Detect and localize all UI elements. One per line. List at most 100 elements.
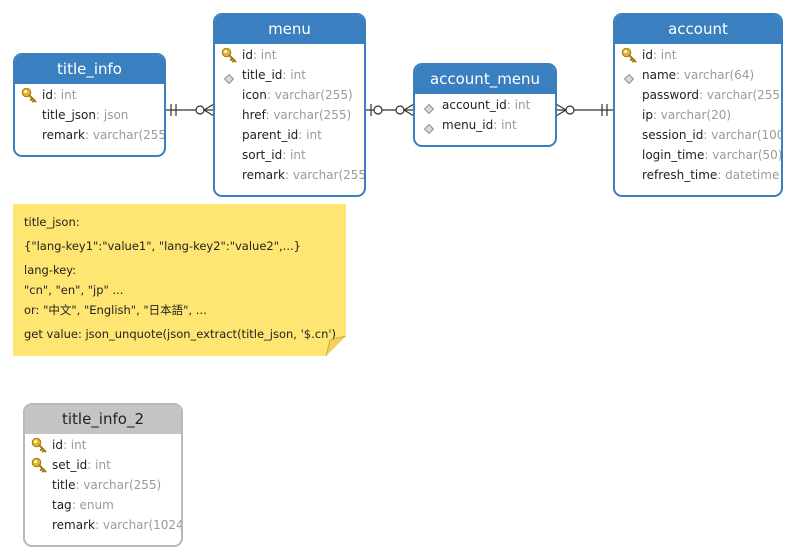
column-row[interactable]: ip: varchar(20) (615, 105, 781, 125)
column-type: : int (252, 48, 277, 62)
column-name: sort_id (242, 148, 283, 162)
column-row[interactable]: id: int (215, 45, 364, 65)
column-row[interactable]: icon: varchar(255) (215, 85, 364, 105)
column-name: title_id (242, 68, 283, 82)
column-type: : varchar(255) (284, 168, 366, 182)
note-line: lang-key: (24, 263, 77, 277)
table-title: account (615, 15, 781, 44)
column-row[interactable]: id: int (15, 85, 164, 105)
column-type: : datetime (717, 168, 780, 182)
column-row[interactable]: sort_id: int (215, 145, 364, 165)
column-type: : int (282, 68, 306, 82)
note-line: "cn", "en", "jp" ... (24, 283, 124, 297)
note-line: title_json: (24, 215, 80, 229)
column-row[interactable]: title_json: json (15, 105, 164, 125)
column-name: account_id (442, 98, 507, 112)
table-title: title_info (15, 55, 164, 84)
column-name: id (242, 48, 253, 62)
column-type: : int (506, 98, 531, 112)
column-row[interactable]: tag: enum (25, 495, 181, 515)
column-type: : int (62, 438, 87, 452)
column-name: refresh_time (642, 168, 718, 182)
column-name: password (642, 88, 699, 102)
column-name: href (242, 108, 266, 122)
column-type: : int (298, 128, 322, 142)
foreign-key-diamond-icon (423, 120, 435, 135)
sticky-note[interactable]: title_json: {"lang-key1":"value1", "lang… (13, 204, 346, 356)
column-row[interactable]: title: varchar(255) (25, 475, 181, 495)
primary-key-icon (31, 437, 47, 453)
column-type: : varchar(100) (703, 128, 783, 142)
column-row[interactable]: session_id: varchar(100) (615, 125, 781, 145)
note-fold-corner-icon (326, 336, 346, 356)
column-row[interactable]: set_id: int (25, 455, 181, 475)
column-name: parent_id (242, 128, 299, 142)
column-name: menu_id (442, 118, 494, 132)
column-row[interactable]: account_id: int (415, 95, 555, 115)
primary-key-icon (621, 47, 637, 63)
column-row[interactable]: name: varchar(64) (615, 65, 781, 85)
column-name: title_json (42, 108, 96, 122)
primary-key-icon (31, 457, 47, 473)
column-name: title (52, 478, 76, 492)
column-row[interactable]: password: varchar(255) (615, 85, 781, 105)
column-type: : int (652, 48, 677, 62)
foreign-key-diamond-icon (223, 70, 235, 85)
column-name: tag (52, 498, 72, 512)
table-title: menu (215, 15, 364, 44)
column-type: : int (493, 118, 517, 132)
column-name: login_time (642, 148, 705, 162)
column-name: ip (642, 108, 653, 122)
column-row[interactable]: id: int (25, 435, 181, 455)
column-row[interactable]: href: varchar(255) (215, 105, 364, 125)
table-title: account_menu (415, 65, 555, 94)
column-type: : enum (71, 498, 114, 512)
column-type: : varchar(255) (84, 128, 166, 142)
column-name: remark (52, 518, 95, 532)
column-name: remark (242, 168, 285, 182)
column-type: : varchar(64) (676, 68, 755, 82)
primary-key-icon (221, 47, 237, 63)
foreign-key-diamond-icon (623, 70, 635, 85)
column-row[interactable]: menu_id: int (415, 115, 555, 135)
column-name: icon (242, 88, 267, 102)
column-type: : int (87, 458, 111, 472)
column-name: session_id (642, 128, 704, 142)
column-row[interactable]: remark: varchar(1024) (25, 515, 181, 535)
column-row[interactable]: remark: varchar(255) (15, 125, 164, 145)
note-line: {"lang-key1":"value1", "lang-key2":"valu… (24, 239, 301, 253)
column-type: : json (96, 108, 129, 122)
column-type: : varchar(255) (265, 108, 352, 122)
column-name: id (52, 438, 63, 452)
column-row[interactable]: refresh_time: datetime (615, 165, 781, 185)
primary-key-icon (21, 87, 37, 103)
column-type: : varchar(255) (75, 478, 162, 492)
relation-menu-account-menu (365, 103, 415, 117)
column-row[interactable]: id: int (615, 45, 781, 65)
column-row[interactable]: remark: varchar(255) (215, 165, 364, 185)
column-name: id (642, 48, 653, 62)
column-type: : varchar(255) (266, 88, 353, 102)
column-row[interactable]: title_id: int (215, 65, 364, 85)
foreign-key-diamond-icon (423, 100, 435, 115)
column-type: : int (282, 148, 306, 162)
column-name: set_id (52, 458, 88, 472)
table-title: title_info_2 (25, 405, 181, 434)
column-row[interactable]: parent_id: int (215, 125, 364, 145)
column-type: : varchar(1024) (94, 518, 183, 532)
relation-account-menu-account (555, 103, 614, 117)
column-row[interactable]: login_time: varchar(50) (615, 145, 781, 165)
column-type: : varchar(50) (704, 148, 783, 162)
column-type: : int (52, 88, 77, 102)
